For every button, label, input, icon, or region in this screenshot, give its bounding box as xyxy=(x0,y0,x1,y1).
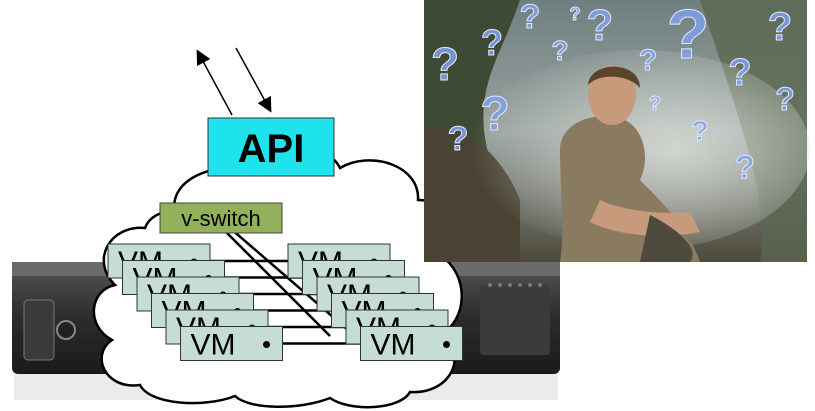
question-mark-icon: ? xyxy=(551,35,568,66)
question-mark-icon: ? xyxy=(649,93,661,115)
arrow-in xyxy=(235,47,272,113)
arrow-out xyxy=(196,49,233,116)
person-figure xyxy=(560,65,700,262)
question-mark-icon: ? xyxy=(735,149,755,185)
vm-stack-right: VMVMVMVMVMVM xyxy=(287,243,463,362)
question-marks: ???????????????? xyxy=(430,0,795,186)
question-mark-icon: ? xyxy=(728,52,751,94)
question-mark-icon: ? xyxy=(691,115,708,146)
vswitch-label: v-switch xyxy=(181,206,260,231)
api-label: API xyxy=(238,127,305,171)
vswitch-box: v-switch xyxy=(159,202,283,234)
question-mark-icon: ? xyxy=(480,88,509,141)
question-mark-icon: ? xyxy=(448,120,469,158)
question-mark-icon: ? xyxy=(667,0,710,73)
question-mark-icon: ? xyxy=(768,5,792,49)
question-mark-icon: ? xyxy=(639,44,657,77)
vm-label: VM xyxy=(371,329,416,362)
question-mark-icon: ? xyxy=(431,38,459,90)
question-mark-icon: ? xyxy=(587,1,614,50)
vm-label: VM xyxy=(191,329,236,362)
vm-box-left: VM xyxy=(180,326,283,362)
api-box: API xyxy=(207,117,335,177)
question-mark-icon: ? xyxy=(570,4,581,24)
question-mark-icon: ? xyxy=(520,0,541,36)
vm-dot xyxy=(443,341,450,348)
vm-dot xyxy=(263,341,270,348)
question-mark-icon: ? xyxy=(481,22,503,63)
question-mark-icon: ? xyxy=(775,81,795,117)
power-button-icon xyxy=(56,320,76,340)
vm-stack-left: VMVMVMVMVMVM xyxy=(107,243,283,362)
vm-box-right: VM xyxy=(360,326,463,362)
photo-confused-person: ???????????????? xyxy=(424,0,810,262)
